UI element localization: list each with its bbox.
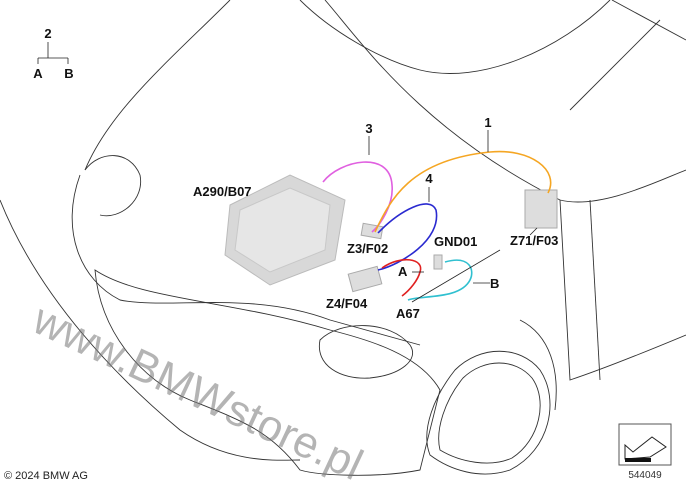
wire-3[interactable] — [322, 161, 393, 233]
label-z3[interactable]: Z3/F02 — [347, 241, 388, 256]
label-a67[interactable]: A67 — [396, 306, 420, 321]
label-z4[interactable]: Z4/F04 — [326, 296, 368, 311]
legend-right: B — [64, 66, 73, 81]
label-a290[interactable]: A290/B07 — [193, 184, 252, 199]
a290-module[interactable] — [224, 174, 346, 286]
wire-4[interactable] — [377, 203, 438, 271]
callout-1[interactable]: 1 — [484, 115, 491, 130]
z71-connector[interactable] — [524, 189, 558, 229]
callout-4[interactable]: 4 — [425, 171, 433, 186]
wire-B[interactable] — [407, 259, 473, 301]
wire-1[interactable] — [374, 150, 552, 233]
legend-2-ab: 2 A B — [33, 26, 73, 81]
callout-B[interactable]: B — [490, 276, 499, 291]
leader-lines — [368, 130, 538, 303]
callout-A[interactable]: A — [398, 264, 408, 279]
callout-3[interactable]: 3 — [365, 121, 372, 136]
copyright: © 2024 BMW AG — [4, 470, 88, 482]
view-direction-icon — [618, 423, 672, 466]
legend-parent: 2 — [44, 26, 51, 41]
label-z71[interactable]: Z71/F03 — [510, 233, 558, 248]
z4-connector[interactable] — [347, 265, 383, 293]
watermark: www.BMWstore.pl — [25, 294, 370, 484]
legend-left: A — [33, 66, 43, 81]
gnd01-point[interactable] — [433, 254, 443, 270]
label-gnd01[interactable]: GND01 — [434, 234, 477, 249]
diagram-number: 544049 — [628, 470, 662, 481]
